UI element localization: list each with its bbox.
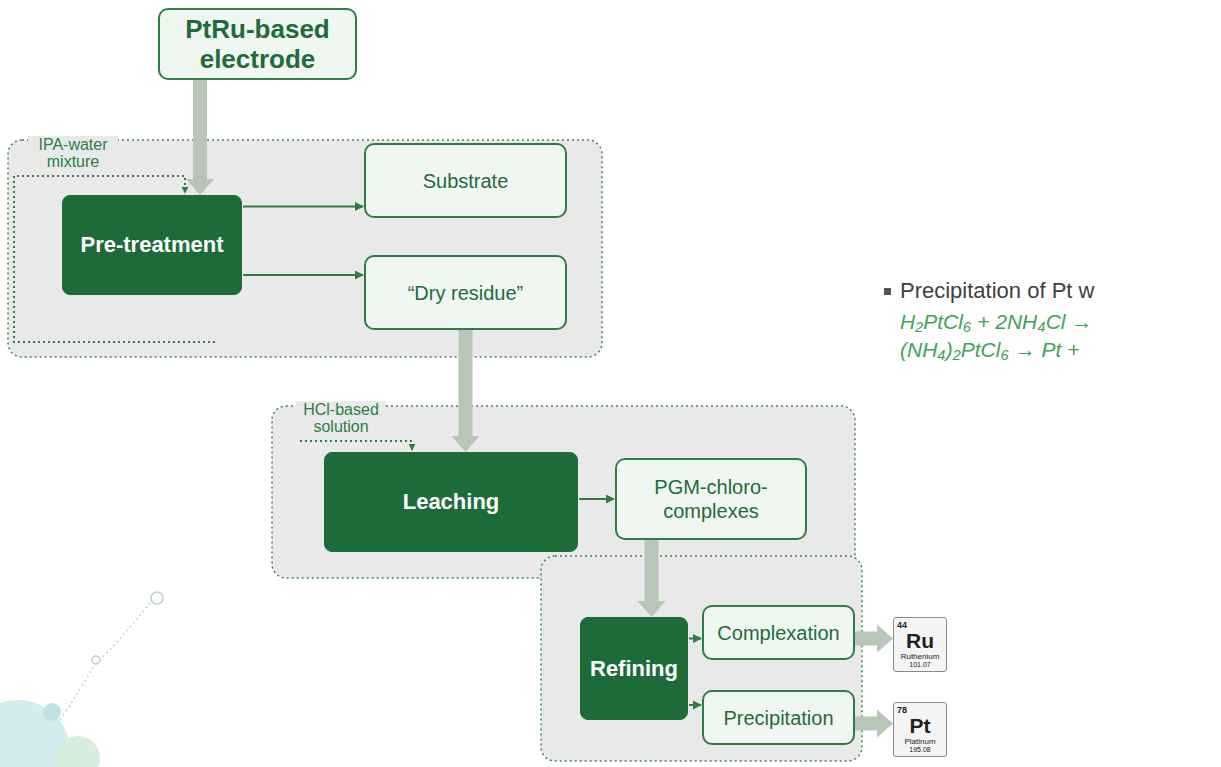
equation: H₂PtCl₆ + 2NH₄Cl → [900,309,1092,335]
deco-circle [56,736,100,767]
process-box: Leaching [324,452,578,552]
box-text: Complexation [717,621,839,645]
feed-line [300,441,412,450]
bullet-text: Precipitation of Pt w [900,278,1094,304]
box-text: PGM-chloro-complexes [625,475,797,523]
flow-arrow [186,80,214,195]
output-box: Complexation [702,605,855,660]
output-box: “Dry residue” [364,255,567,330]
box-text: Pre-treatment [80,232,223,258]
deco-ring [92,656,100,664]
output-box: Precipitation [702,690,855,745]
flow-arrow [855,710,893,738]
input-label: HCl-based solution [296,401,386,435]
atomic-number: 78 [897,705,943,715]
connector-arrow [689,638,701,640]
box-text: Precipitation [723,706,833,730]
flow-arrow [855,625,893,653]
output-box: Substrate [364,143,567,218]
element-tile: 44RuRuthenium101.07 [893,617,947,672]
box-text: “Dry residue” [408,281,524,305]
deco-ring [151,592,163,604]
input-label: IPA-water mixture [28,136,118,170]
box-text: Refining [590,656,678,682]
deco-dotted-arc [60,666,94,720]
connector-arrow [243,274,363,276]
connector-arrow [579,498,614,500]
stage-band [541,556,862,761]
input-box: PtRu-based electrode [158,8,357,80]
element-name: Platinum [897,737,943,746]
flow-arrow [452,330,480,452]
atomic-weight: 195.08 [897,746,943,754]
bullet [884,288,891,295]
decoration [0,592,163,767]
process-box: Refining [580,617,688,720]
flow-arrow [638,540,666,617]
output-box: PGM-chloro-complexes [615,458,807,540]
equation: (NH₄)₂PtCl₆ → Pt + [900,337,1079,363]
connector-arrow [689,704,701,706]
deco-dotted-arc [96,602,151,664]
element-tile: 78PtPlatinum195.08 [893,702,947,757]
element-symbol: Ru [897,630,943,652]
box-text: Substrate [423,169,509,193]
box-text: PtRu-based electrode [170,14,345,74]
stage-band [8,140,602,357]
deco-circle [43,703,61,721]
box-text: Leaching [403,489,500,515]
atomic-weight: 101.07 [897,661,943,669]
element-symbol: Pt [897,715,943,737]
element-name: Ruthenium [897,652,943,661]
atomic-number: 44 [897,620,943,630]
process-box: Pre-treatment [62,195,242,295]
connector-arrow [243,206,363,208]
